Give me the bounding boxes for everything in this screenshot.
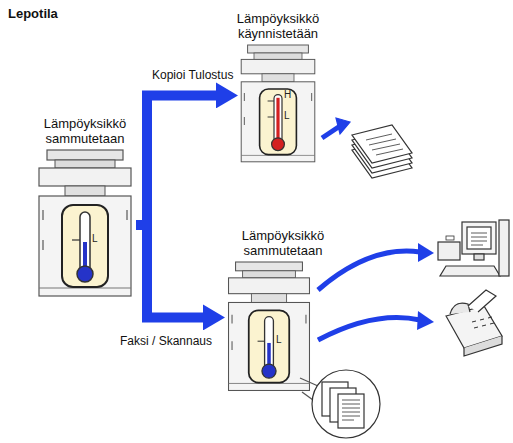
copier-node: Lämpöyksikkö sammutetaan [225, 262, 313, 394]
status-heading: Lämpöyksikkö sammutetaan [225, 228, 341, 258]
title: Lepotila [8, 6, 58, 21]
flow-arrow [136, 95, 216, 225]
copier-node: Lämpöyksikkö sammutetaan [35, 150, 135, 300]
thermometer-mark: H [284, 89, 291, 101]
copier [39, 150, 131, 296]
copier-node: Lämpöyksikkö käynnistetään [238, 45, 318, 165]
status-heading: Lämpöyksikkö sammutetaan [27, 116, 143, 146]
mode-label: Faksi / Skannaus [118, 334, 214, 348]
mode-label: Kopioi Tulostus [150, 68, 235, 82]
printed-paper [322, 118, 412, 178]
thermometer-mark: L [276, 334, 282, 346]
copier [229, 262, 310, 390]
fax-machine [446, 290, 502, 356]
thermometer-mark: L [92, 233, 98, 245]
send-arrows [318, 243, 434, 340]
scanned-documents [300, 370, 380, 438]
thermometer-mark: L [284, 110, 290, 122]
computer [438, 220, 509, 276]
status-heading: Lämpöyksikkö käynnistetään [220, 11, 336, 41]
copier [241, 45, 315, 162]
flow-arrow [136, 225, 203, 317]
